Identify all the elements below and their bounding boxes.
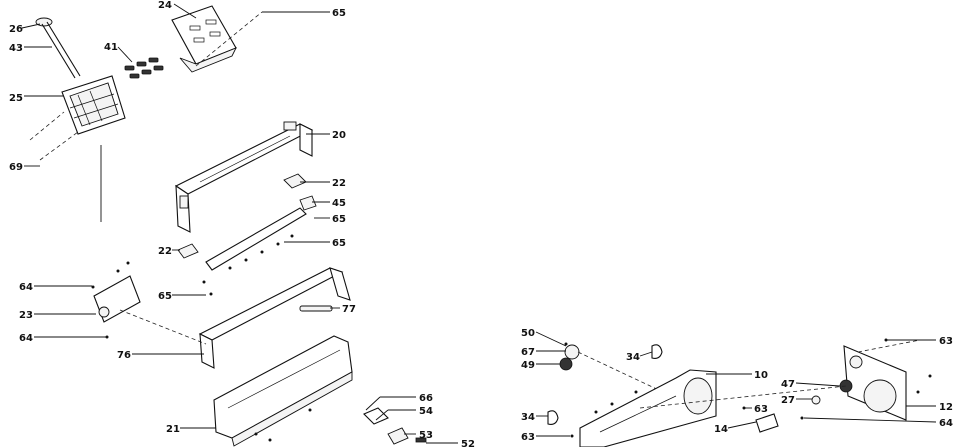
callout-63-lower: 63 [521,432,535,443]
callout-45: 45 [332,198,346,209]
callout-34-upper: 34 [626,352,640,363]
callout-54: 54 [419,406,433,417]
callout-layer: 24 65 26 43 41 25 69 20 22 45 65 65 [9,0,953,447]
callout-64-upper: 64 [19,282,33,293]
callout-25: 25 [9,93,23,104]
part-gear-assembly [559,344,580,371]
callout-22-right: 22 [332,178,346,189]
callout-66: 66 [419,393,433,404]
callout-43: 43 [9,43,23,54]
callout-49: 49 [521,360,535,371]
part-main-frame [579,369,717,447]
part-pins [124,57,164,79]
callout-20: 20 [332,130,346,141]
part-right-housing [843,345,907,421]
callout-65-fourth: 65 [158,291,172,302]
callout-53: 53 [419,430,433,441]
part-upper-housing [174,121,314,233]
part-small-plates [363,407,427,445]
callout-34-lower: 34 [521,412,535,423]
callout-27: 27 [781,395,795,406]
callout-26: 26 [9,24,23,35]
callout-12: 12 [939,402,953,413]
callout-50: 50 [521,328,535,339]
part-long-rail [198,267,351,369]
callout-65-third: 65 [332,238,346,249]
callout-65-second: 65 [332,214,346,225]
callout-65-top: 65 [332,8,346,19]
callout-52: 52 [461,439,475,447]
screw-dots-right [564,338,932,438]
part-comb-14 [755,413,779,433]
part-gear-47 [811,379,853,405]
part-rod-77 [299,305,333,312]
callout-24: 24 [158,0,172,11]
part-top-cover [171,5,237,73]
callout-64-right: 64 [939,418,953,429]
screw-dots [91,234,312,442]
callout-64-lower: 64 [19,333,33,344]
callout-77: 77 [342,304,356,315]
part-clips [177,173,317,271]
callout-41: 41 [104,42,118,53]
callout-63-middle: 63 [754,404,768,415]
callout-76: 76 [117,350,131,361]
part-hook-lower [547,410,559,425]
callout-23: 23 [19,310,33,321]
callout-22-left: 22 [158,246,172,257]
part-handle-rod [35,17,81,79]
part-side-bracket [93,275,141,323]
callout-10: 10 [754,370,768,381]
callout-14: 14 [714,424,728,435]
callout-67: 67 [521,347,535,358]
callout-69: 69 [9,162,23,173]
part-cross-plate [61,75,126,135]
callout-47: 47 [781,379,795,390]
callout-21: 21 [166,424,180,435]
part-lower-base [213,335,353,447]
callout-63-top-right: 63 [939,336,953,347]
part-hook-upper [651,344,663,359]
